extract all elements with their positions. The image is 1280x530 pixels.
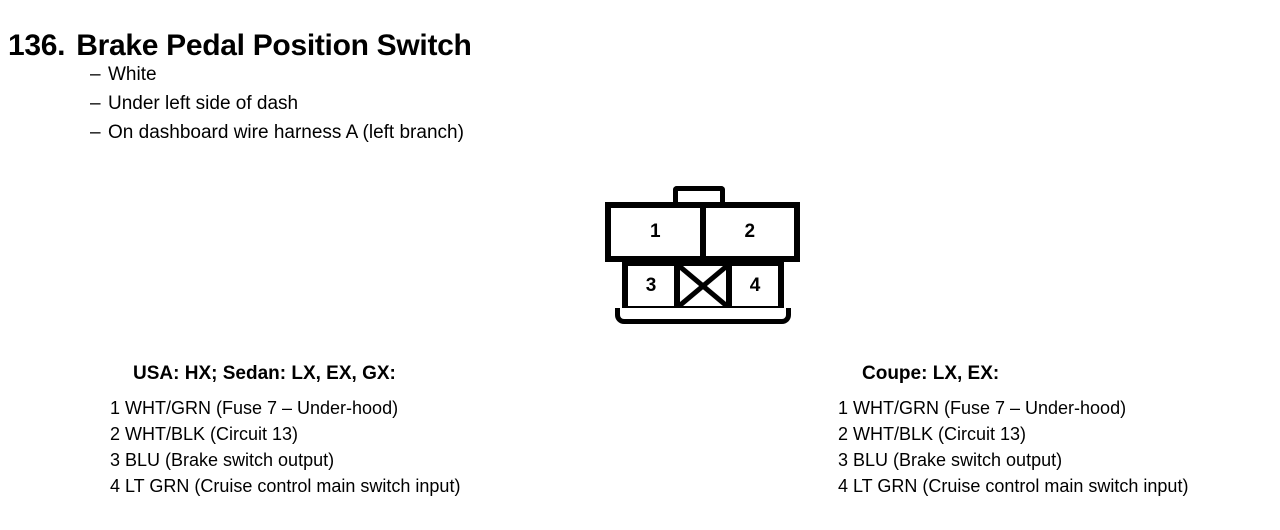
pin-number: 3	[838, 450, 849, 470]
list-item: 4 LT GRN (Cruise control main switch inp…	[838, 473, 1188, 499]
pin-table-coupe: Coupe: LX, EX: 1 WHT/GRN (Fuse 7 – Under…	[838, 362, 1188, 499]
pin-number: 1	[110, 398, 121, 418]
spec-text: On dashboard wire harness A (left branch…	[108, 122, 464, 143]
list-item: 2 WHT/BLK (Circuit 13)	[838, 421, 1188, 447]
pin-description: LT GRN (Cruise control main switch input…	[125, 476, 461, 496]
pin-table-usa-hx-sedan: USA: HX; Sedan: LX, EX, GX: 1 WHT/GRN (F…	[110, 362, 460, 499]
pin-number: 3	[110, 450, 121, 470]
connector-latch-tab-icon	[673, 186, 725, 204]
connector-diagram: 1 2 3 4	[600, 186, 805, 326]
pin-number: 4	[110, 476, 121, 496]
connector-cavity-3: 3	[628, 266, 674, 306]
list-item: 2 WHT/BLK (Circuit 13)	[110, 421, 460, 447]
cavity-number: 4	[749, 275, 761, 296]
dash-bullet: –	[90, 122, 101, 143]
list-item: – White	[90, 60, 464, 89]
pin-description: BLU (Brake switch output)	[125, 450, 335, 470]
pin-number: 2	[838, 424, 849, 444]
list-item: 3 BLU (Brake switch output)	[838, 447, 1188, 473]
cavity-number: 1	[649, 221, 661, 242]
pin-description: WHT/BLK (Circuit 13)	[853, 424, 1027, 444]
pin-number: 1	[838, 398, 849, 418]
pin-number: 2	[110, 424, 121, 444]
spec-list: – White – Under left side of dash – On d…	[90, 60, 464, 147]
spec-text: Under left side of dash	[108, 93, 299, 114]
connector-cavity-1: 1	[611, 208, 700, 256]
pin-table-heading: USA: HX; Sedan: LX, EX, GX:	[133, 363, 396, 384]
pin-description: WHT/GRN (Fuse 7 – Under-hood)	[853, 398, 1127, 418]
cavity-number: 2	[744, 221, 756, 242]
connector-bottom-row: 3 4	[622, 260, 784, 312]
connector-top-row: 1 2	[605, 202, 800, 262]
page-title-number: 136.	[8, 29, 66, 63]
list-item: – On dashboard wire harness A (left bran…	[90, 118, 464, 147]
pin-description: WHT/BLK (Circuit 13)	[125, 424, 299, 444]
list-item: 3 BLU (Brake switch output)	[110, 447, 460, 473]
list-item: 1 WHT/GRN (Fuse 7 – Under-hood)	[110, 395, 460, 421]
dash-bullet: –	[90, 93, 101, 114]
page-title-text: Brake Pedal Position Switch	[76, 29, 472, 63]
dash-bullet: –	[90, 64, 101, 85]
spec-text: White	[108, 64, 157, 85]
page-title: 136. Brake Pedal Position Switch	[8, 28, 472, 64]
pin-list: 1 WHT/GRN (Fuse 7 – Under-hood) 2 WHT/BL…	[838, 395, 1188, 499]
pin-table-heading: Coupe: LX, EX:	[862, 363, 1000, 384]
pin-list: 1 WHT/GRN (Fuse 7 – Under-hood) 2 WHT/BL…	[110, 395, 460, 499]
connector-cavity-2: 2	[699, 208, 795, 256]
pin-description: WHT/GRN (Fuse 7 – Under-hood)	[125, 398, 399, 418]
list-item: – Under left side of dash	[90, 89, 464, 118]
pin-number: 4	[838, 476, 849, 496]
list-item: 1 WHT/GRN (Fuse 7 – Under-hood)	[838, 395, 1188, 421]
connector-skirt	[615, 308, 791, 324]
cavity-number: 3	[645, 275, 657, 296]
connector-cavity-4: 4	[726, 266, 778, 306]
pin-description: LT GRN (Cruise control main switch input…	[853, 476, 1189, 496]
connector-cavity-blocked-x-icon	[674, 266, 726, 306]
pin-description: BLU (Brake switch output)	[853, 450, 1063, 470]
list-item: 4 LT GRN (Cruise control main switch inp…	[110, 473, 460, 499]
